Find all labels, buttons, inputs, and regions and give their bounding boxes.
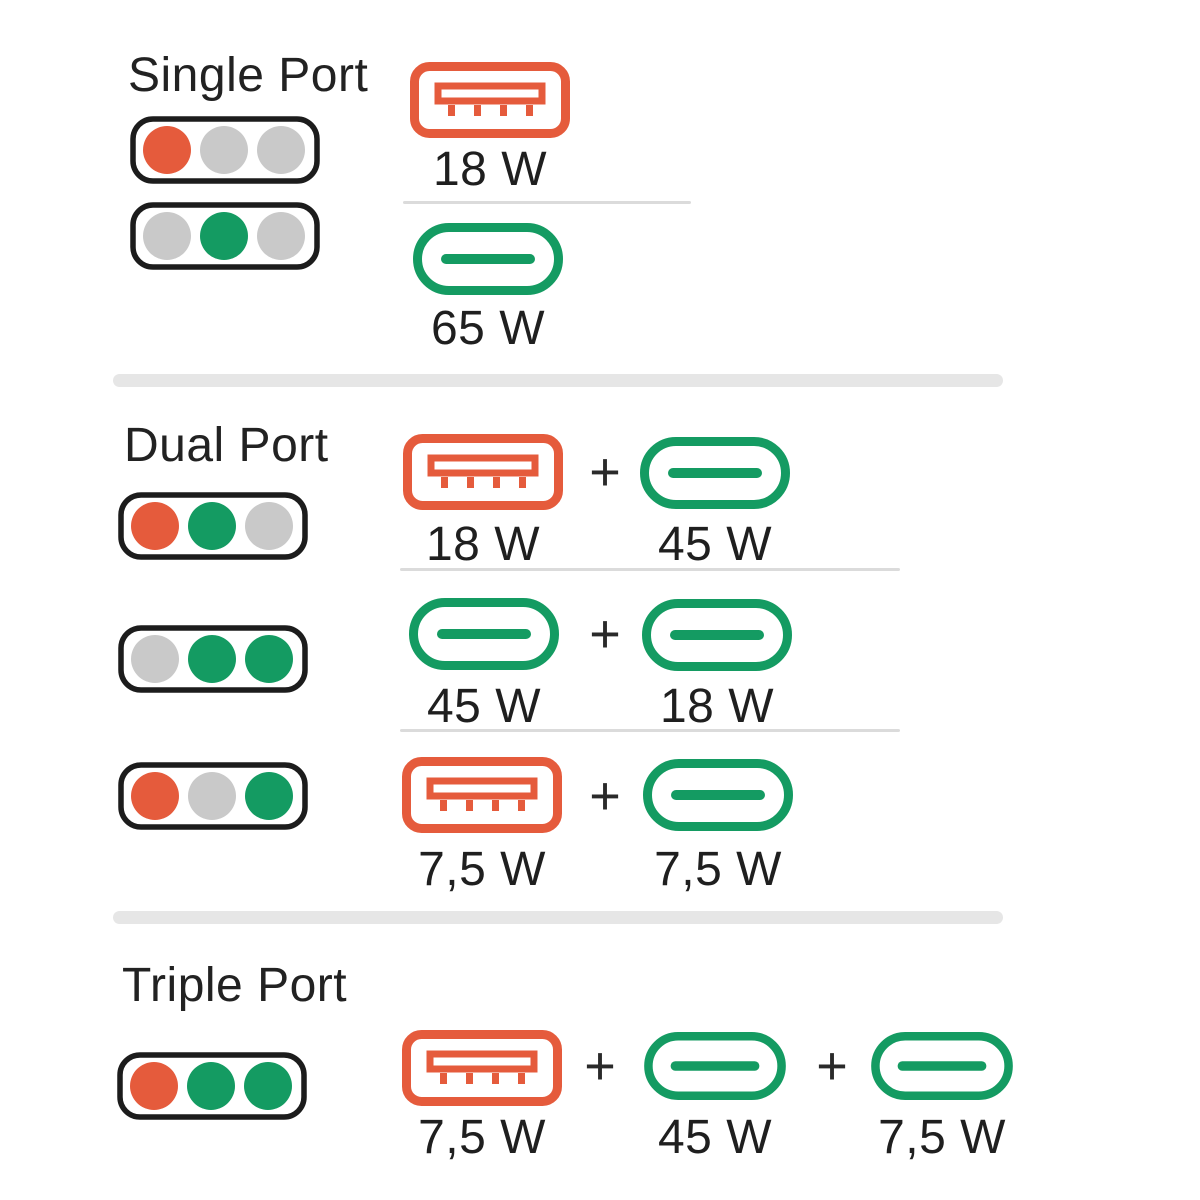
usb-c-icon <box>871 1032 1013 1100</box>
status-dot-middle <box>188 502 236 550</box>
status-dot-middle <box>188 772 236 820</box>
watts-label: 7,5 W <box>418 843 546 896</box>
section-title-single-port: Single Port <box>128 49 369 102</box>
port-status-indicator <box>118 492 308 560</box>
port-status-indicator <box>118 762 308 830</box>
usb-c-icon <box>642 599 792 671</box>
port-status-indicator <box>117 1052 307 1120</box>
usb-c-icon <box>643 759 793 831</box>
usb-a-icon <box>403 434 563 510</box>
status-dot-right <box>244 1062 292 1110</box>
watts-label: 18 W <box>659 680 775 733</box>
usb-c-icon <box>644 1032 786 1100</box>
status-dot-left <box>143 212 191 260</box>
status-dot-right <box>257 126 305 174</box>
status-dot-left <box>131 635 179 683</box>
status-dot-right <box>245 772 293 820</box>
status-dot-left <box>131 772 179 820</box>
watts-label: 7,5 W <box>878 1111 1006 1164</box>
status-dot-middle <box>200 126 248 174</box>
watts-label: 18 W <box>432 143 548 196</box>
usb-c-icon <box>409 598 559 670</box>
status-dot-left <box>130 1062 178 1110</box>
section-title-triple-port: Triple Port <box>122 959 348 1012</box>
plus-sign: + <box>589 604 621 664</box>
usb-a-icon <box>402 1030 562 1106</box>
status-dot-right <box>257 212 305 260</box>
plus-sign: + <box>584 1036 616 1096</box>
watts-label: 45 W <box>657 518 773 571</box>
usb-c-icon <box>413 223 563 295</box>
plus-sign: + <box>589 442 621 502</box>
port-status-indicator <box>130 116 320 184</box>
watts-label: 18 W <box>425 518 541 571</box>
status-dot-left <box>131 502 179 550</box>
plus-sign: + <box>589 766 621 826</box>
watts-label: 45 W <box>426 680 542 733</box>
row-divider <box>403 201 691 204</box>
watts-label: 7,5 W <box>418 1111 546 1164</box>
status-dot-right <box>245 635 293 683</box>
usb-a-icon <box>402 757 562 833</box>
port-status-indicator <box>118 625 308 693</box>
section-divider <box>113 374 1003 387</box>
row-divider <box>400 729 900 732</box>
status-dot-middle <box>188 635 236 683</box>
row-divider <box>400 568 900 571</box>
section-divider <box>113 911 1003 924</box>
status-dot-middle <box>187 1062 235 1110</box>
usb-a-icon <box>410 62 570 138</box>
plus-sign: + <box>816 1036 848 1096</box>
watts-label: 65 W <box>430 302 546 355</box>
status-dot-left <box>143 126 191 174</box>
watts-label: 7,5 W <box>654 843 782 896</box>
status-dot-right <box>245 502 293 550</box>
status-dot-middle <box>200 212 248 260</box>
watts-label: 45 W <box>657 1111 773 1164</box>
usb-c-icon <box>640 437 790 509</box>
port-status-indicator <box>130 202 320 270</box>
section-title-dual-port: Dual Port <box>124 419 329 472</box>
